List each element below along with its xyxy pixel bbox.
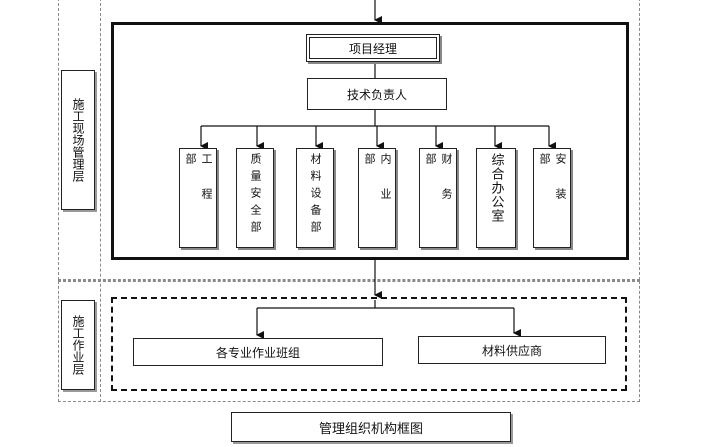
department-internal-label: 内业部 <box>363 153 392 223</box>
department-finance-label: 财务部 <box>424 153 453 223</box>
layer-divider-line <box>100 0 101 402</box>
department-materials-equipment-label: 材料设备部 <box>309 153 322 238</box>
material-supplier-label: 材料供应商 <box>481 343 542 358</box>
project-manager-label: 项目经理 <box>348 41 397 56</box>
work-teams-box: 各专业作业班组 <box>133 338 383 366</box>
management-layer-text: 施工现场管理层 <box>71 98 85 182</box>
department-quality-safety-label: 质量安全部 <box>249 153 262 238</box>
department-installation-label: 安装部 <box>538 153 567 223</box>
department-quality-safety: 质量安全部 <box>236 148 274 248</box>
tech-lead-box: 技术负责人 <box>307 78 447 110</box>
operation-layer-text: 施工作业层 <box>71 315 85 375</box>
diagram-caption: 管理组织机构框图 <box>231 412 511 442</box>
management-layer-frame <box>58 0 640 280</box>
operation-structure-frame <box>111 297 627 391</box>
material-supplier-box: 材料供应商 <box>418 336 606 364</box>
diagram-caption-text: 管理组织机构框图 <box>318 421 423 437</box>
project-manager-box: 项目经理 <box>306 34 440 62</box>
department-installation: 安装部 <box>533 148 571 248</box>
department-engineering-label: 工程部 <box>184 153 213 223</box>
layer-separator <box>58 280 640 281</box>
department-engineering: 工程部 <box>179 148 217 248</box>
operation-layer-label: 施工作业层 <box>61 300 95 390</box>
department-general-office: 综合办公室 <box>476 148 516 248</box>
department-general-office-label: 综合办公室 <box>488 153 504 223</box>
work-teams-label: 各专业作业班组 <box>215 345 300 360</box>
department-finance: 财务部 <box>419 148 457 248</box>
department-materials-equipment: 材料设备部 <box>296 148 334 248</box>
department-internal: 内业部 <box>358 148 396 248</box>
operation-layer-frame <box>58 281 640 402</box>
tech-lead-label: 技术负责人 <box>346 87 407 102</box>
management-layer-label: 施工现场管理层 <box>61 70 95 210</box>
management-structure-frame <box>111 22 629 260</box>
